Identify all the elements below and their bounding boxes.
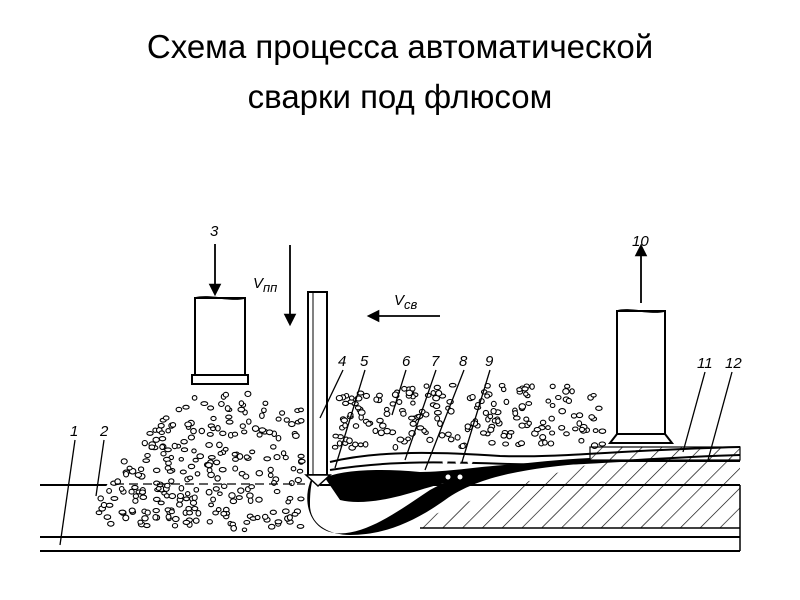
gas-bubbles	[327, 459, 473, 513]
slag-crust	[329, 446, 741, 471]
leader-lines	[59, 369, 733, 546]
slide-title: Схема процесса автоматической сварки под…	[0, 22, 800, 122]
electrode-wire	[304, 291, 332, 488]
label-7: 7	[431, 353, 440, 370]
flux-hopper	[191, 244, 249, 385]
weld-pool	[307, 458, 590, 535]
label-3: 3	[210, 223, 219, 240]
label-10: 10	[632, 233, 649, 250]
label-11: 11	[697, 355, 713, 372]
flux-suction	[607, 243, 675, 444]
label-1: 1	[70, 423, 78, 440]
v-weld-label: Vсв	[394, 292, 418, 312]
label-12: 12	[725, 355, 742, 372]
title-line-2: сварки под флюсом	[247, 78, 553, 115]
title-line-1: Схема процесса автоматической	[146, 28, 654, 65]
label-6: 6	[402, 353, 411, 370]
label-9: 9	[485, 353, 494, 370]
weld-seam	[420, 458, 740, 528]
label-5: 5	[360, 353, 369, 370]
v-feed-label: Vпп	[253, 275, 277, 295]
flux-granules	[95, 382, 607, 533]
label-4: 4	[338, 353, 346, 370]
label-8: 8	[459, 353, 468, 370]
label-2: 2	[99, 423, 109, 440]
